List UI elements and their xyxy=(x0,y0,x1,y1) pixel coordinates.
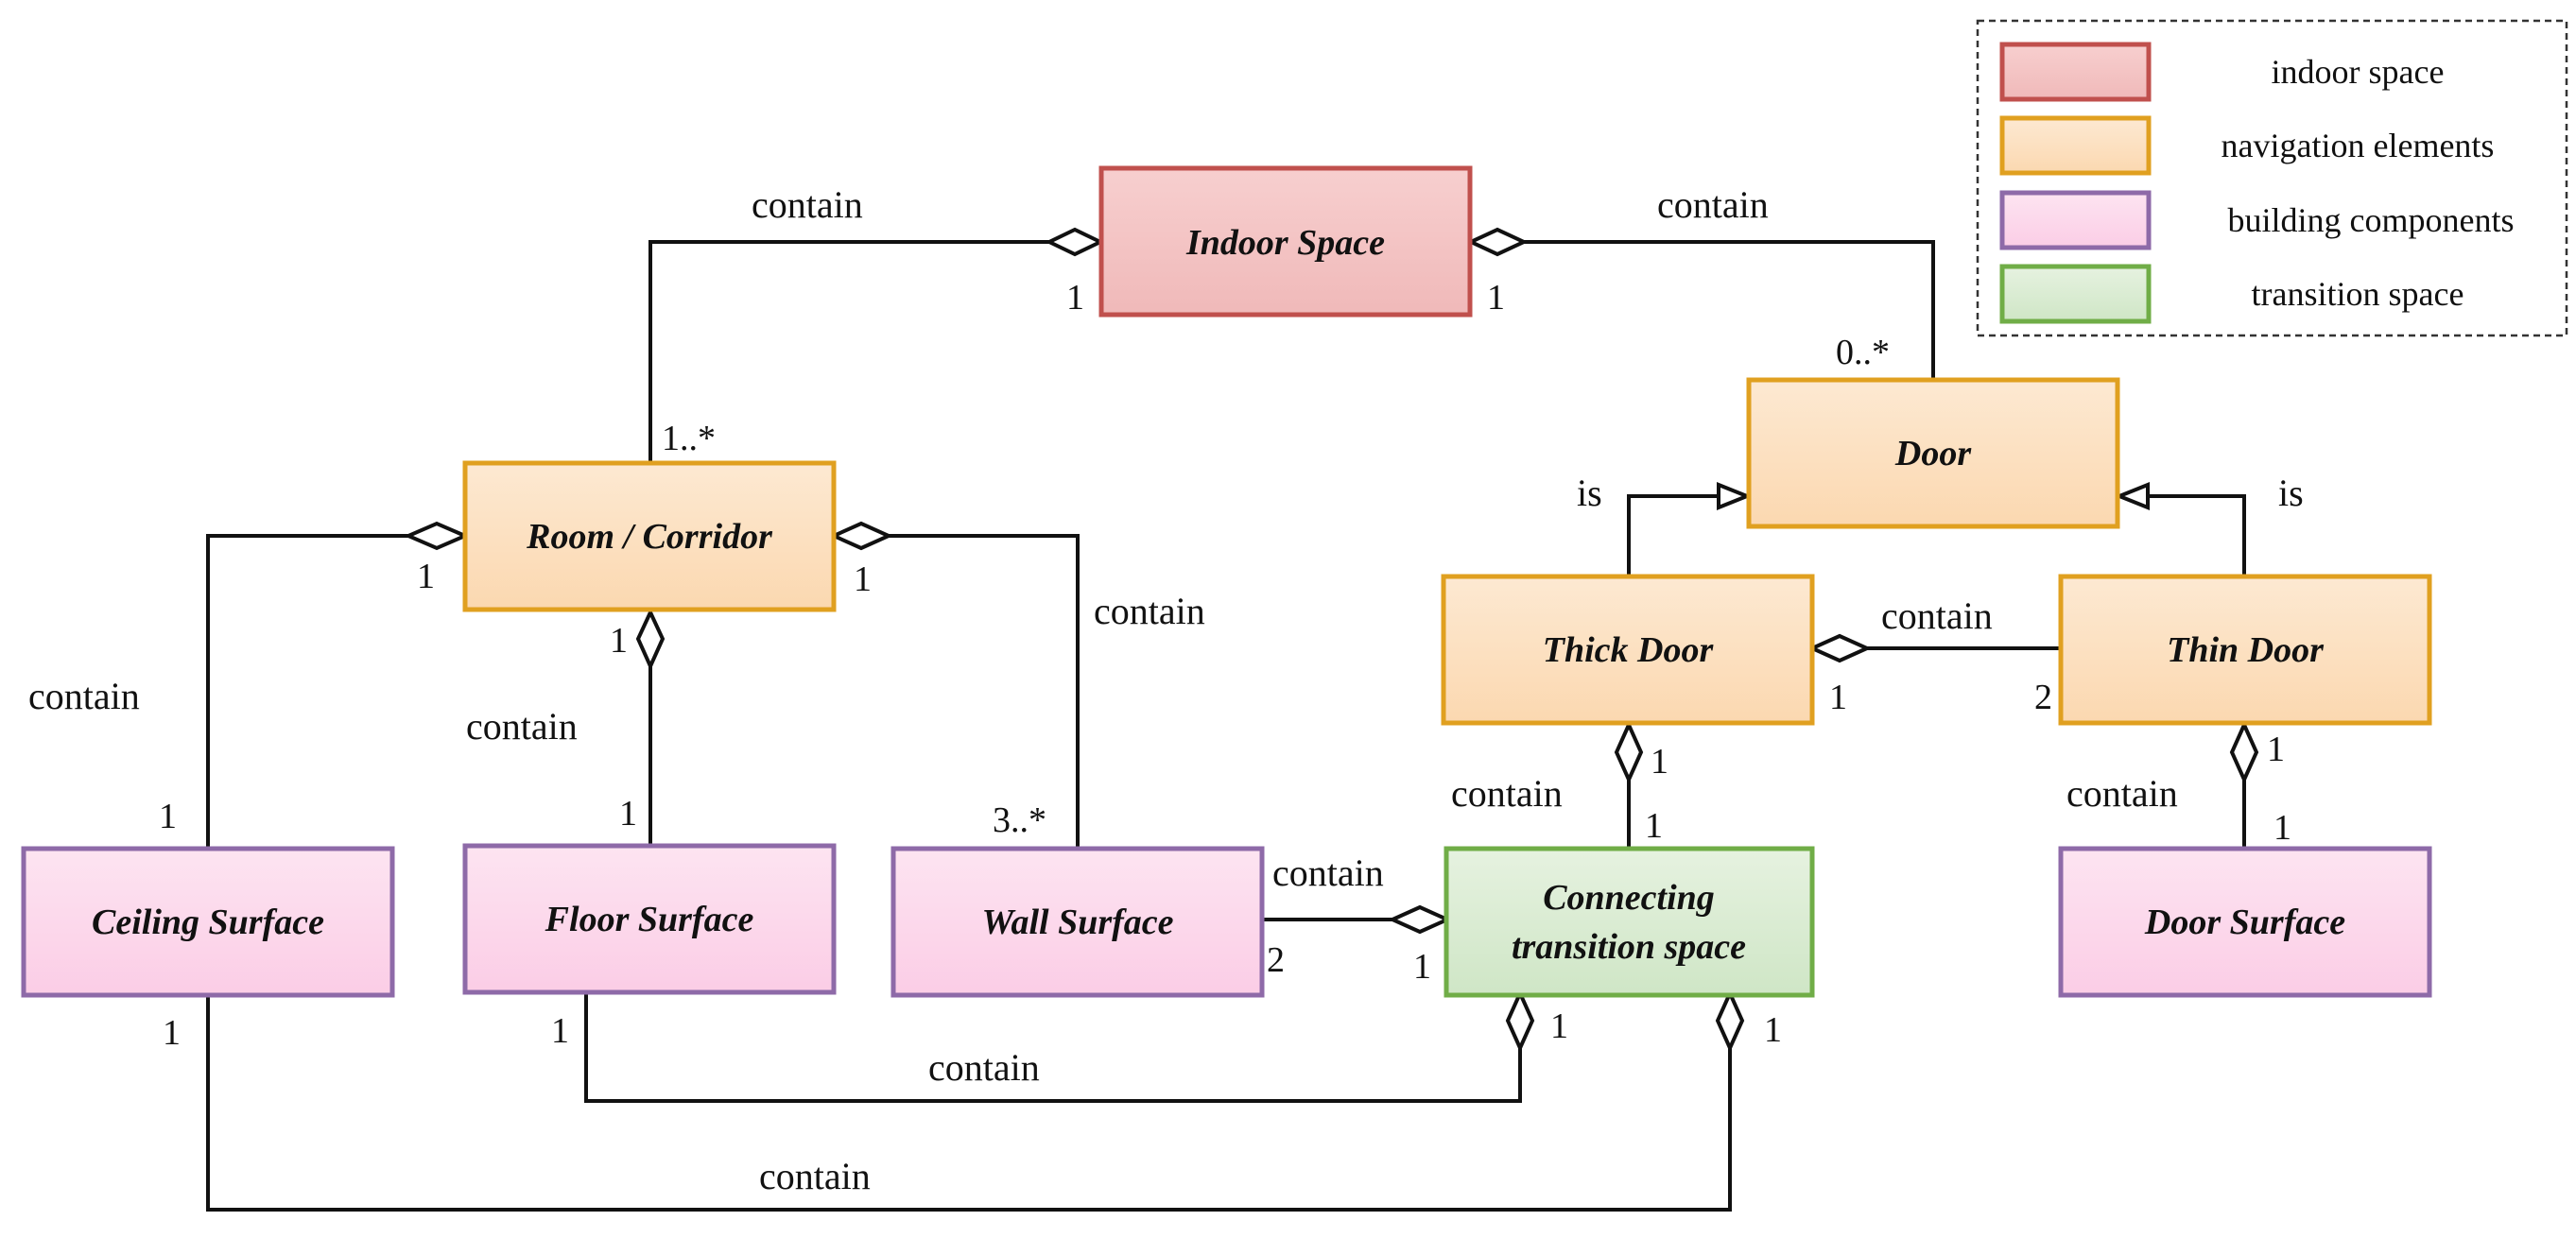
edge-room-ceiling: contain 1 1 xyxy=(28,521,471,849)
multiplicity-whole: 1 xyxy=(1651,742,1668,782)
legend-item-navigation-elements: navigation elements xyxy=(1999,115,2495,176)
node-thin-door[interactable]: Thin Door xyxy=(2058,574,2432,726)
multiplicity-part: 1..* xyxy=(662,419,716,458)
multiplicity-part: 1 xyxy=(159,797,177,836)
legend-swatch xyxy=(1999,42,2152,102)
legend: indoor space navigation elements buildin… xyxy=(1976,19,2568,337)
node-room-corridor[interactable]: Room / Corridor xyxy=(462,460,837,612)
multiplicity-whole: 1 xyxy=(1550,1006,1568,1046)
aggregation-diamond xyxy=(403,521,471,551)
node-label: Thin Door xyxy=(2167,630,2325,670)
multiplicity-part: 1 xyxy=(2273,808,2291,848)
edge-label: contain xyxy=(2066,772,2178,815)
node-label: Wall Surface xyxy=(981,903,1173,942)
edge-label: contain xyxy=(28,675,140,717)
node-door[interactable]: Door xyxy=(1746,377,2120,529)
node-connecting-transition-space[interactable]: Connecting transition space xyxy=(1444,846,1815,998)
multiplicity-whole: 1 xyxy=(2267,730,2285,769)
edge-label: contain xyxy=(1272,851,1384,894)
aggregation-diamond xyxy=(1388,904,1452,935)
aggregation-diamond xyxy=(1807,633,1872,663)
multiplicity-whole: 1 xyxy=(1764,1010,1782,1050)
multiplicity-whole: 1 xyxy=(1413,947,1431,987)
edge-label: contain xyxy=(759,1155,871,1197)
aggregation-diamond xyxy=(1505,989,1535,1053)
node-door-surface[interactable]: Door Surface xyxy=(2058,846,2432,998)
aggregation-diamond xyxy=(635,608,666,671)
multiplicity-whole: 1 xyxy=(1829,678,1847,717)
node-label: Door Surface xyxy=(2144,903,2345,942)
edge-label: contain xyxy=(466,705,578,748)
multiplicity-whole: 1 xyxy=(1487,278,1505,318)
aggregation-diamond xyxy=(829,521,893,551)
legend-item-indoor-space: indoor space xyxy=(1999,42,2445,102)
edge-thin-doorsurface: contain 1 1 xyxy=(2066,720,2291,849)
legend-label: transition space xyxy=(2252,275,2464,313)
edge-floor-connecting: contain 1 1 xyxy=(551,989,1568,1103)
node-indoor-space[interactable]: Indoor Space xyxy=(1098,165,1473,318)
node-label-line1: Connecting xyxy=(1543,878,1715,918)
multiplicity-part: 1 xyxy=(163,1013,181,1053)
multiplicity-whole: 1 xyxy=(854,559,872,599)
edge-indoor-door: contain 1 0..* xyxy=(1466,183,1935,380)
node-label-line2: transition space xyxy=(1512,927,1746,967)
node-label: Room / Corridor xyxy=(526,517,773,557)
edge-label: contain xyxy=(1094,590,1205,632)
multiplicity-whole: 1 xyxy=(1066,278,1084,318)
legend-swatch xyxy=(1999,115,2152,176)
multiplicity-whole: 1 xyxy=(610,621,628,661)
legend-item-building-components: building components xyxy=(1999,190,2515,250)
legend-swatch xyxy=(1999,264,2152,324)
aggregation-diamond xyxy=(1715,989,1745,1053)
node-label: Indoor Space xyxy=(1185,223,1385,263)
legend-label: navigation elements xyxy=(2222,127,2495,164)
edge-label: is xyxy=(2278,472,2304,514)
multiplicity-part: 1 xyxy=(1645,806,1663,846)
node-ceiling-surface[interactable]: Ceiling Surface xyxy=(21,846,395,998)
edge-room-wall: contain 1 3..* xyxy=(829,521,1205,849)
edge-wall-connecting: contain 1 2 xyxy=(1263,851,1452,987)
edge-indoor-room: contain 1 1..* xyxy=(648,183,1105,463)
multiplicity-part: 3..* xyxy=(993,800,1046,840)
edge-thick-connecting: contain 1 1 xyxy=(1451,720,1668,849)
edge-label: contain xyxy=(752,183,863,226)
edge-label: contain xyxy=(1657,183,1769,226)
multiplicity-part: 0..* xyxy=(1836,333,1890,372)
edge-door-thick: is xyxy=(1577,472,1753,576)
generalization-arrow xyxy=(2114,482,2150,510)
legend-item-transition-space: transition space xyxy=(1999,264,2464,324)
edge-ceiling-connecting: contain 1 1 xyxy=(163,989,1782,1212)
aggregation-diamond xyxy=(1466,227,1529,257)
node-thick-door[interactable]: Thick Door xyxy=(1441,574,1815,726)
generalization-arrow xyxy=(1717,482,1753,510)
node-floor-surface[interactable]: Floor Surface xyxy=(462,843,837,995)
edge-label: contain xyxy=(928,1046,1040,1089)
multiplicity-whole: 1 xyxy=(417,557,435,596)
multiplicity-part: 1 xyxy=(551,1011,569,1051)
multiplicity-part: 2 xyxy=(1267,940,1285,980)
legend-label: indoor space xyxy=(2272,53,2445,91)
edge-door-thin: is xyxy=(2114,472,2304,576)
edge-label: contain xyxy=(1451,772,1563,815)
node-label: Floor Surface xyxy=(545,900,754,939)
aggregation-diamond xyxy=(1045,227,1105,257)
edge-label: contain xyxy=(1881,594,1993,637)
multiplicity-part: 1 xyxy=(619,794,637,834)
legend-label: building components xyxy=(2228,201,2515,239)
aggregation-diamond xyxy=(1614,720,1644,784)
multiplicity-part: 2 xyxy=(2034,678,2052,717)
node-label: Ceiling Surface xyxy=(92,903,324,942)
legend-swatch xyxy=(1999,190,2152,250)
node-label: Door xyxy=(1894,434,1972,473)
aggregation-diamond xyxy=(2229,720,2259,784)
edge-label: is xyxy=(1577,472,1602,514)
edge-room-floor: contain 1 1 xyxy=(466,608,666,846)
node-label: Thick Door xyxy=(1543,630,1715,670)
node-wall-surface[interactable]: Wall Surface xyxy=(890,846,1265,998)
edge-thick-thin: contain 1 2 xyxy=(1807,594,2061,717)
